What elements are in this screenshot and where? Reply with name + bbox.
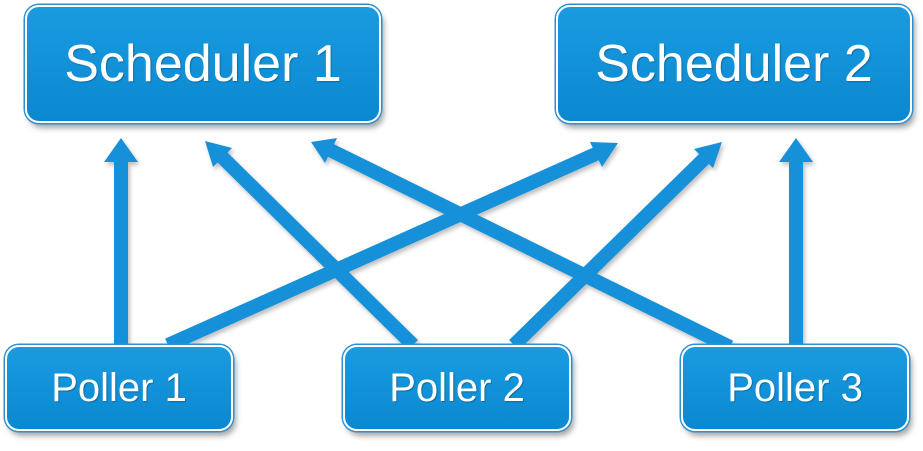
- poller-3-box: Poller 3: [681, 345, 909, 431]
- poller-1-label: Poller 1: [51, 365, 187, 410]
- poller-2-box: Poller 2: [343, 345, 571, 431]
- arrow-poller1-scheduler2: [165, 146, 601, 352]
- arrowhead-poller1-scheduler2: [590, 142, 618, 167]
- arrowhead-poller2-scheduler1: [205, 141, 232, 167]
- arrowhead-poller3-scheduler2: [779, 138, 813, 162]
- scheduler-1-box: Scheduler 1: [25, 5, 381, 123]
- poller-2-label: Poller 2: [389, 365, 525, 410]
- arrow-poller3-scheduler1: [326, 143, 734, 354]
- arrowhead-poller1-scheduler1: [104, 138, 138, 162]
- scheduler-2-label: Scheduler 2: [595, 35, 873, 93]
- arrowhead-poller2-scheduler2: [694, 142, 722, 168]
- scheduler-2-box: Scheduler 2: [556, 5, 912, 123]
- arrow-poller2-scheduler1: [217, 152, 418, 350]
- arrowhead-poller3-scheduler1: [311, 138, 337, 163]
- poller-3-label: Poller 3: [727, 365, 863, 410]
- arrow-poller2-scheduler2: [509, 152, 710, 351]
- scheduler-1-label: Scheduler 1: [64, 35, 342, 93]
- poller-1-box: Poller 1: [5, 345, 233, 431]
